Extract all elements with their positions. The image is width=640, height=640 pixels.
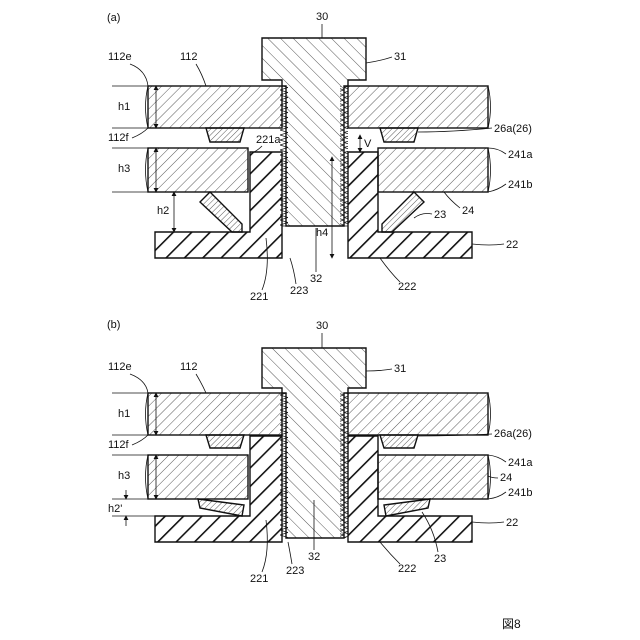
label-222-b: 222 [398,563,416,575]
label-31-b: 31 [394,363,406,375]
dim-h1-b: h1 [118,408,130,420]
label-26a-b: 26a(26) [494,428,532,440]
label-32: 32 [310,273,322,285]
panel-b-label: (b) [107,319,120,331]
label-223: 223 [290,285,308,297]
label-23-b: 23 [434,553,446,565]
label-23: 23 [434,209,446,221]
label-30-b: 30 [316,320,328,332]
label-222: 222 [398,281,416,293]
label-241b-b: 241b [508,487,532,499]
dim-v: V [364,138,372,150]
label-112: 112 [180,51,198,63]
label-22: 22 [506,239,518,251]
label-112e-b: 112e [108,361,132,373]
dim-h1: h1 [118,101,130,113]
label-221: 221 [250,291,268,303]
dim-h2-b: h2' [108,503,122,515]
label-241a: 241a [508,149,533,161]
label-31: 31 [394,51,406,63]
label-22-b: 22 [506,517,518,529]
label-112f: 112f [108,132,130,144]
panel-a-label: (a) [107,12,120,24]
label-221a: 221a [256,134,281,146]
label-24: 24 [462,205,474,217]
label-221-b: 221 [250,573,268,585]
label-241a-b: 241a [508,457,533,469]
label-112f-b: 112f [108,439,130,451]
dim-h3-b: h3 [118,470,130,482]
panel-a: (a) [107,11,533,303]
dim-h3: h3 [118,163,130,175]
label-112-b: 112 [180,361,198,373]
dim-h4: h4 [316,227,328,239]
label-26a: 26a(26) [494,123,532,135]
label-30: 30 [316,11,328,23]
dim-h2: h2 [157,205,169,217]
figure-label: 図8 [502,617,521,631]
label-112e: 112e [108,51,132,63]
panel-b: (b) [107,319,533,585]
label-32-b: 32 [308,551,320,563]
label-241b: 241b [508,179,532,191]
label-223-b: 223 [286,565,304,577]
label-24-b: 24 [500,472,512,484]
